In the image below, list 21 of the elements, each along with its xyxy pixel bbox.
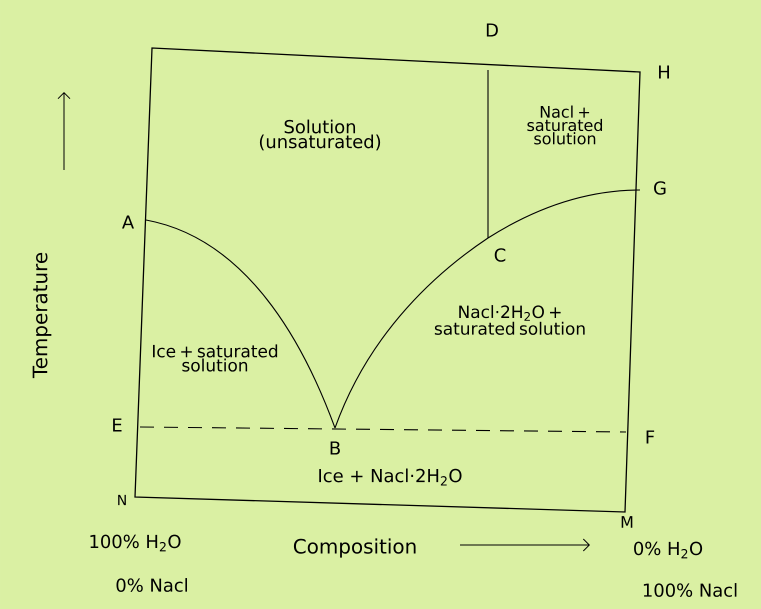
composition-label: 0% Nacl [116,578,187,592]
region-label: Nacl·2H$_{2}$O + saturated solution [434,305,585,335]
axis-title: Composition [294,538,416,558]
composition-label: 100% Nacl [644,583,736,597]
composition-label: 0% H$_{2}$O [634,542,702,558]
point-letter: A [122,215,134,229]
point-letter: B [330,441,340,455]
point-letter: D [486,23,498,37]
region-label: Ice + Nacl·2H$_{2}$O [319,468,462,486]
point-letter: H [659,65,669,79]
region-label: Solution (unsaturated) [260,120,380,150]
point-letter: F [646,430,654,444]
point-letter: C [494,248,506,262]
composition-label: 100% H$_{2}$O [90,534,181,552]
region-label: Ice + saturated solution [153,344,278,372]
point-letter: N [118,494,126,506]
axis-title: Temperature [32,252,52,378]
point-letter: G [654,181,666,195]
point-letter: E [113,418,122,432]
point-letter: M [622,516,632,528]
region-label: Nacl + saturated solution [527,106,602,144]
